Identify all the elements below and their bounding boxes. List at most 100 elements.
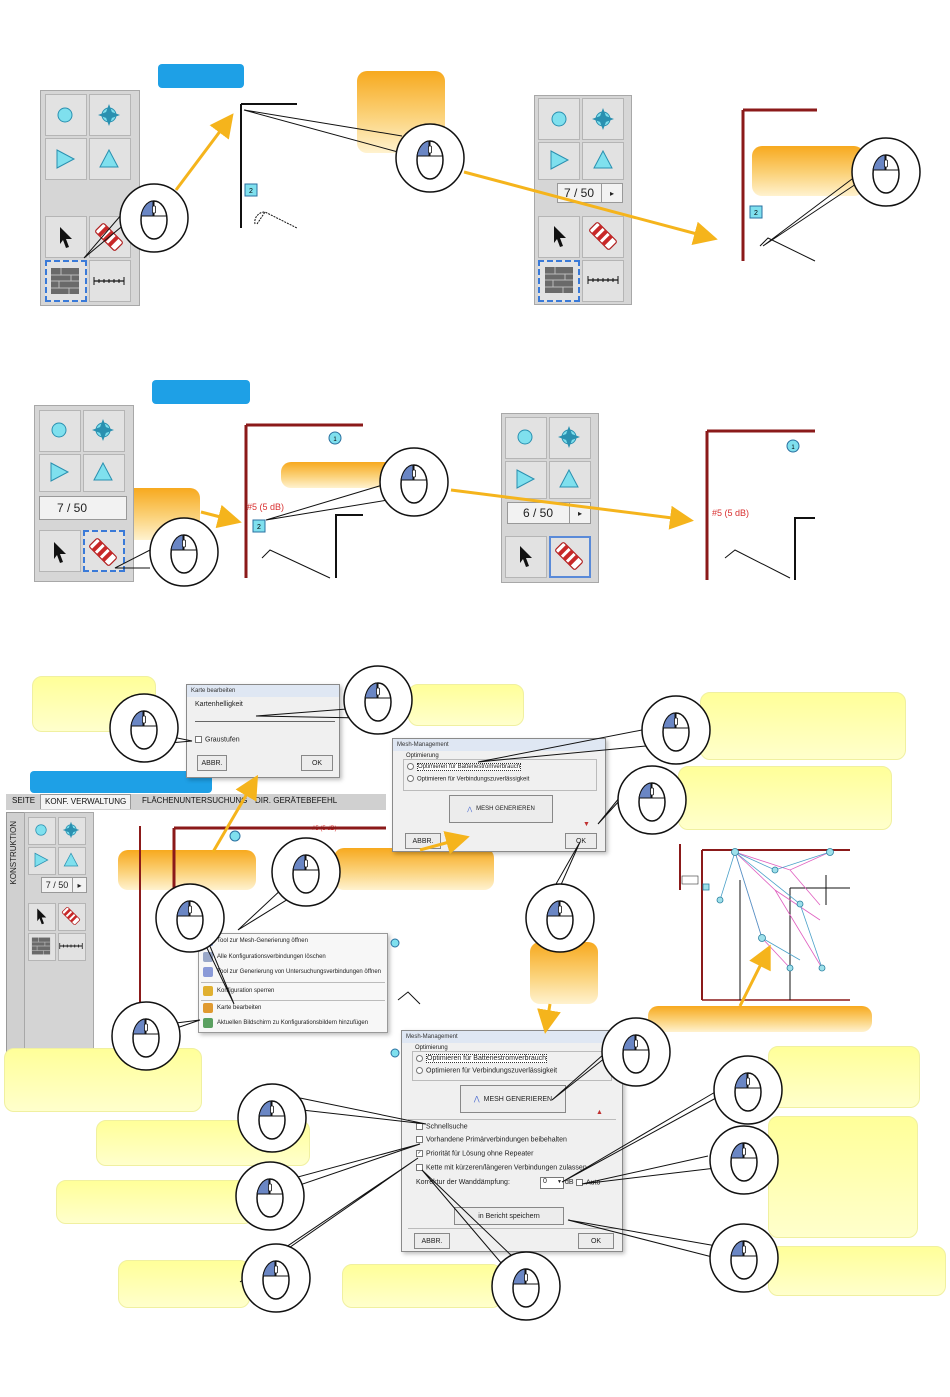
callout-keep-primary xyxy=(56,1180,254,1224)
menu-item-survey-tool[interactable]: Tool zur Generierung von Untersuchungsve… xyxy=(199,965,387,979)
step3-tag xyxy=(30,771,212,793)
mouse-icon xyxy=(851,137,921,207)
tool-palette-step2-after: 6 / 50 ▸ xyxy=(501,413,599,583)
karte-ok-button[interactable]: OK xyxy=(301,755,333,771)
tab-dir-geraetebefehl[interactable]: DIR. GERÄTEBEFEHL xyxy=(255,796,338,805)
tab-flaechenuntersuchung[interactable]: FLÄCHENUNTERSUCHUNG xyxy=(142,796,248,805)
pager-next-icon[interactable]: ▸ xyxy=(72,878,86,892)
checkbox-box: ✓ xyxy=(416,1150,423,1157)
grayscale-label: Graustufen xyxy=(205,736,240,744)
brightness-label: Kartenhelligkeit xyxy=(195,701,243,708)
mouse-icon xyxy=(343,665,413,735)
pointer-tool-button[interactable] xyxy=(45,216,87,258)
menu-item-edit-map[interactable]: Karte bearbeiten xyxy=(199,1001,387,1015)
checkbox-box xyxy=(416,1136,423,1143)
radio-circle xyxy=(407,775,414,782)
opt-reliability-radio[interactable]: Optimieren für Verbindungszuverlässigkei… xyxy=(407,775,529,782)
image-icon xyxy=(203,1018,213,1028)
wall-correction-select[interactable]: 0 ▼ xyxy=(540,1177,564,1189)
step1-tag xyxy=(158,64,244,88)
mesh-generate-button[interactable]: ⋀MESH GENERIEREN xyxy=(449,795,553,823)
chain-label: Kette mit kürzeren/längeren Verbindungen… xyxy=(426,1164,587,1172)
radio-circle xyxy=(407,763,414,770)
measure-tool-button[interactable] xyxy=(58,933,86,961)
karte-dialog: Karte bearbeiten Kartenhelligkeit Graust… xyxy=(186,684,340,778)
opt-battery-label: Optimieren für Batteriestromverbrauch xyxy=(417,763,522,772)
dialog-divider xyxy=(408,1228,616,1229)
mesh-dialog-title: Mesh-Management xyxy=(402,1031,622,1043)
keep-primary-checkbox[interactable]: Vorhandene Primärverbindungen beibehalte… xyxy=(416,1136,567,1143)
no-repeater-checkbox[interactable]: ✓Priorität für Lösung ohne Repeater xyxy=(416,1150,533,1157)
mouse-icon xyxy=(237,1083,307,1153)
opt-reliability-label: Optimieren für Verbindungszuverlässigkei… xyxy=(426,1067,558,1075)
callout-save-report xyxy=(768,1246,946,1296)
pager-value: 7 / 50 xyxy=(45,880,69,890)
mouse-icon xyxy=(709,1125,779,1195)
opt-battery-radio[interactable]: Optimieren für Batteriestromverbrauch xyxy=(407,763,522,772)
page-pager[interactable]: 7 / 50 ▸ xyxy=(41,877,87,893)
menu-item-lock[interactable]: Konfiguration sperren xyxy=(199,984,387,998)
opt-reliability-label: Optimieren für Verbindungszuverlässigkei… xyxy=(417,776,530,783)
survey-icon xyxy=(203,967,213,977)
pager-next-icon[interactable]: ▸ xyxy=(601,184,622,202)
radio-circle xyxy=(416,1067,423,1074)
diamond-tool-button[interactable] xyxy=(89,94,131,136)
quick-search-label: Schnellsuche xyxy=(426,1123,468,1131)
chevron-down-icon: ▼ xyxy=(557,1179,562,1185)
ribbon-bar: SEITE KONF. VERWALTUNG FLÄCHENUNTERSUCHU… xyxy=(6,794,386,810)
step2-tag xyxy=(152,380,250,404)
karte-cancel-button[interactable]: ABBR. xyxy=(197,755,227,771)
mesh-generate-label: MESH GENERIEREN xyxy=(476,806,535,812)
opt-battery-radio[interactable]: Optimieren für Batteriestromverbrauch xyxy=(416,1054,548,1064)
mouse-icon xyxy=(241,1243,311,1313)
grayscale-box xyxy=(195,736,202,743)
optimization-group-label: Optimierung xyxy=(414,1045,449,1051)
brightness-slider[interactable] xyxy=(195,711,335,722)
callout-mesh-open xyxy=(334,848,494,890)
menu-divider xyxy=(201,982,385,983)
callout-result xyxy=(648,1006,872,1032)
keep-primary-label: Vorhandene Primärverbindungen beibehalte… xyxy=(426,1136,567,1144)
opt-reliability-radio[interactable]: Optimieren für Verbindungszuverlässigkei… xyxy=(416,1067,557,1074)
measure-tool-button[interactable] xyxy=(582,260,624,302)
step1-callout-end xyxy=(752,146,864,196)
tab-konf-verwaltung[interactable]: KONF. VERWALTUNG xyxy=(40,794,132,809)
mesh-generate-button[interactable]: ⋀MESH GENERIEREN xyxy=(460,1085,566,1113)
mesh-ok-button[interactable]: OK xyxy=(578,1233,614,1249)
pager-next-icon[interactable]: ▸ xyxy=(569,503,590,523)
marker-label: 1 xyxy=(333,437,337,443)
mesh-cancel-button[interactable]: ABBR. xyxy=(414,1233,450,1249)
grayscale-checkbox[interactable]: Graustufen xyxy=(195,736,240,743)
mouse-icon xyxy=(111,1001,181,1071)
page-pager[interactable]: 7 / 50 ▸ xyxy=(557,183,623,203)
lock-icon xyxy=(203,986,213,996)
mouse-icon xyxy=(617,765,687,835)
tab-seite[interactable]: SEITE xyxy=(12,796,36,805)
collapse-arrow-icon[interactable]: ▲ xyxy=(596,1109,603,1116)
page-pager[interactable]: 7 / 50 xyxy=(39,496,127,520)
mouse-icon xyxy=(713,1055,783,1125)
menu-item-label: Tool zur Mesh-Generierung öffnen xyxy=(217,938,308,944)
save-report-button[interactable]: in Bericht speichern xyxy=(454,1207,564,1225)
mesh-icon: ⋀ xyxy=(467,806,473,813)
menu-item-delete-links[interactable]: Alle Konfigurationsverbindungen löschen xyxy=(199,950,387,964)
marker-label: 2 xyxy=(257,524,261,531)
chain-checkbox[interactable]: Kette mit kürzeren/längeren Verbindungen… xyxy=(416,1164,587,1171)
mouse-icon xyxy=(149,517,219,587)
mouse-icon xyxy=(601,1017,671,1087)
mesh-ok-button[interactable]: OK xyxy=(565,833,597,849)
menu-divider xyxy=(201,1000,385,1001)
circle-tool-button[interactable] xyxy=(505,417,547,459)
menu-item-add-screenshot[interactable]: Aktuellen Bildschirm zu Konfigurationsbi… xyxy=(199,1016,387,1030)
callout-wall-correction xyxy=(768,1116,918,1238)
wall-correction-label: Korrektur der Wanddämpfung: xyxy=(416,1179,510,1186)
wall-label: #5 (5 dB) xyxy=(712,508,750,518)
marker-label: 1 xyxy=(791,445,795,451)
menu-item-label: Tool zur Generierung von Untersuchungsve… xyxy=(217,969,381,975)
mouse-icon xyxy=(119,183,189,253)
expand-arrow-icon[interactable]: ▼ xyxy=(583,821,590,828)
page-pager[interactable]: 6 / 50 ▸ xyxy=(507,502,591,524)
menu-item-label: Konfiguration sperren xyxy=(217,988,275,994)
marker-label: 2 xyxy=(754,210,758,217)
